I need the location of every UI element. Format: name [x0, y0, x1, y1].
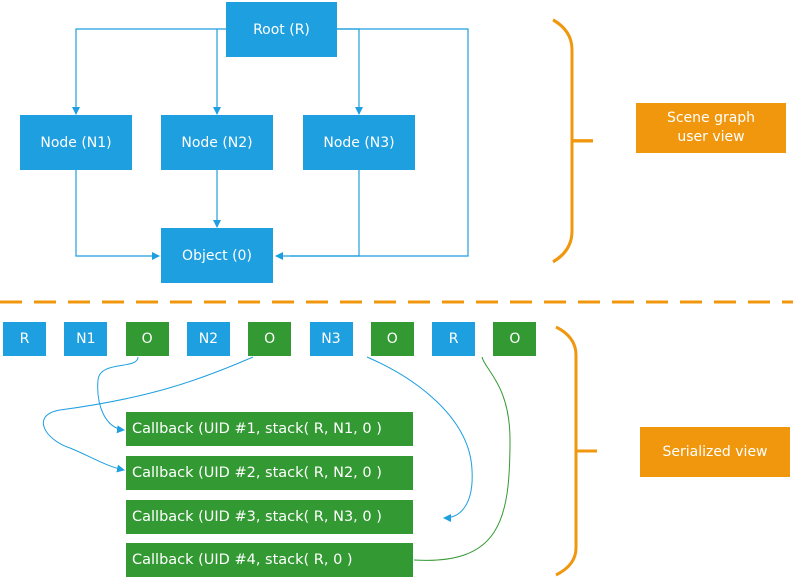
sequence-item-object: O	[125, 322, 169, 356]
edge-root-n3	[336, 28, 363, 115]
root-node-label: Root (R)	[253, 21, 310, 38]
callback-2: Callback (UID #2, stack( R, N2, 0 )	[126, 456, 413, 490]
node-n2: Node (N2)	[161, 115, 273, 170]
sequence-item-node: R	[432, 322, 476, 356]
sequence-item-label: O	[264, 331, 276, 347]
sequence-item-node: N2	[186, 322, 230, 356]
sequence-item-label: O	[141, 331, 153, 347]
callback-4: Callback (UID #4, stack( R, 0 )	[126, 543, 413, 577]
sequence-item-object: O	[493, 322, 537, 356]
sequence-item-label: O	[509, 331, 521, 347]
brace-serialized	[555, 325, 597, 577]
sequence-item-node: R	[3, 322, 46, 356]
edge-n1-object	[75, 170, 160, 260]
brace-scene-graph	[552, 18, 593, 264]
edge-root-n1	[72, 28, 226, 115]
sequence-item-label: N2	[198, 331, 219, 347]
node-n3: Node (N3)	[303, 115, 415, 170]
sequence-item-object: O	[370, 322, 414, 356]
node-n1-label: Node (N1)	[40, 134, 112, 151]
edge-o2-callback2	[42, 356, 254, 473]
sequence-item-label: O	[386, 331, 398, 347]
callback-1: Callback (UID #1, stack( R, N1, 0 )	[126, 412, 413, 446]
sequence-item-node: N1	[64, 322, 108, 356]
scene-graph-view-text: Scene graph user view	[666, 110, 756, 145]
root-node: Root (R)	[226, 2, 337, 57]
sequence-item-label: N3	[321, 331, 341, 347]
callback-2-text: Callback (UID #2, stack( R, N2, 0 )	[132, 465, 382, 481]
object-node: Object (0)	[161, 228, 273, 283]
callback-4-text: Callback (UID #4, stack( R, 0 )	[132, 552, 353, 568]
edge-o1-callback1	[97, 356, 139, 434]
callback-3-text: Callback (UID #3, stack( R, N3, 0 )	[132, 509, 382, 525]
serialized-view-label: Serialized view	[640, 427, 790, 477]
sequence-item-object: O	[248, 322, 292, 356]
sequence-item-label: R	[19, 331, 30, 347]
edge-root-object	[275, 28, 469, 260]
node-n1: Node (N1)	[20, 115, 132, 170]
callback-1-text: Callback (UID #1, stack( R, N1, 0 )	[132, 421, 382, 437]
sequence-item-node: N3	[309, 322, 353, 356]
serialized-view-text: Serialized view	[662, 443, 768, 460]
scene-graph-view-label: Scene graph user view	[636, 103, 786, 153]
sequence-item-label: N1	[76, 331, 96, 347]
callback-3: Callback (UID #3, stack( R, N3, 0 )	[126, 500, 413, 534]
node-n2-label: Node (N2)	[181, 134, 253, 151]
object-node-label: Object (0)	[182, 247, 252, 264]
edge-o3-callback3	[366, 356, 473, 522]
sequence-item-label: R	[448, 331, 459, 347]
edge-o4-callback4	[413, 356, 511, 561]
node-n3-label: Node (N3)	[323, 134, 395, 151]
edge-n3-object	[290, 170, 360, 257]
